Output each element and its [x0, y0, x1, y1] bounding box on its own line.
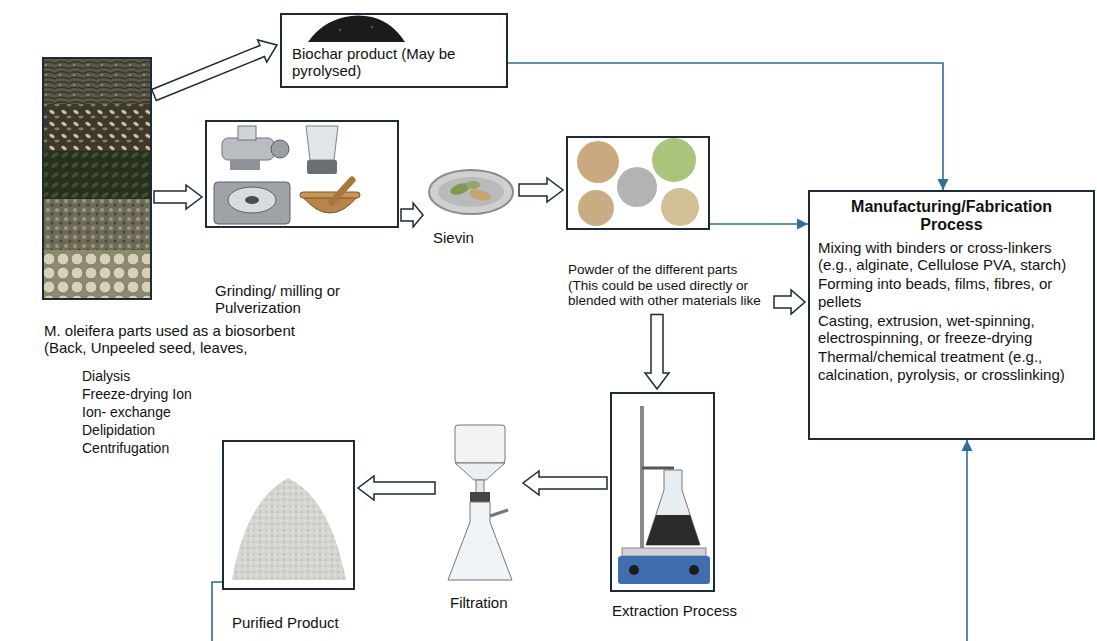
caption-text: Purified Product — [232, 614, 382, 631]
box-body-text: Casting, extrusion, wet-spinning, electr… — [818, 312, 1085, 347]
flow-line — [710, 223, 808, 225]
block-arrow — [523, 471, 607, 495]
box-text: Sievin — [433, 229, 513, 246]
box-text: Biochar product (May be pyrolysed) — [292, 45, 502, 80]
meat-grinder — [238, 126, 256, 140]
purified-powder — [232, 478, 346, 580]
caption-text: Grinding/ milling or Pulverization — [215, 282, 380, 317]
meat-grinder — [230, 160, 260, 170]
flask-liquid — [646, 515, 700, 545]
method-label: Dialysis — [82, 368, 130, 384]
sieve-dish — [429, 170, 513, 214]
method-label: Delipidation — [82, 422, 155, 438]
powder-pile — [661, 188, 699, 226]
biochar-grain — [371, 26, 373, 28]
mill — [228, 187, 276, 213]
box-title: Manufacturing/Fabrication Process — [818, 198, 1085, 235]
knob — [629, 565, 639, 575]
bark-photo — [44, 59, 150, 104]
powder-pile — [617, 167, 657, 207]
process-step: Filtration — [438, 418, 520, 588]
product-box: Powder of the different parts (This coul… — [566, 136, 710, 230]
filter-flask — [448, 502, 512, 580]
method-label: Centrifugation — [82, 440, 169, 456]
powder-pile — [578, 190, 614, 226]
image-box: M. oleifera parts used as a biosorbent (… — [42, 57, 152, 300]
stand-rod — [640, 406, 644, 556]
process-step: Sievin — [425, 165, 517, 255]
caption-text: Powder of the different parts (This coul… — [568, 262, 768, 309]
block-arrow — [401, 203, 423, 227]
box-body-text: Thermal/chemical treatment (e.g., calcin… — [818, 348, 1085, 383]
block-arrow — [774, 290, 805, 314]
method-label: Freeze-drying Ion — [82, 386, 192, 402]
side-arm — [490, 510, 508, 516]
pestle — [332, 180, 352, 202]
powder-pile — [577, 141, 619, 183]
flow-line — [212, 440, 967, 641]
product-box: Purified Product — [222, 440, 355, 590]
flask — [646, 470, 700, 545]
blender — [306, 126, 338, 160]
block-arrow — [154, 185, 202, 209]
biochar-grain — [339, 29, 341, 31]
blender — [307, 160, 337, 174]
block-arrow — [152, 40, 277, 101]
hot-plate — [618, 556, 710, 584]
block-arrow — [519, 178, 563, 202]
block-arrow — [358, 476, 435, 500]
buchner-funnel — [455, 463, 505, 480]
buchner-funnel — [455, 425, 505, 463]
knob — [689, 565, 699, 575]
clamp — [642, 467, 674, 470]
leaf-photo — [44, 151, 150, 199]
leaf-piece — [466, 181, 480, 189]
process-box: Manufacturing/Fabrication ProcessMixing … — [808, 190, 1095, 440]
stopper — [470, 492, 490, 502]
mortar — [300, 192, 360, 198]
product-box: Biochar product (May be pyrolysed) — [280, 13, 508, 88]
pod-photo — [44, 199, 150, 250]
seed-piece — [468, 187, 492, 202]
meat-grinder — [271, 140, 289, 158]
box-body-text: Forming into beads, films, fibres, or pe… — [818, 275, 1085, 310]
caption-text: Extraction Process — [612, 602, 762, 619]
flow-line — [508, 63, 943, 190]
meat-grinder — [222, 138, 274, 160]
method-label: Ion- exchange — [82, 404, 171, 420]
mill — [214, 182, 290, 224]
caption-text: Filtration — [450, 594, 550, 611]
sieve-mesh — [438, 177, 504, 207]
block-arrow — [645, 315, 669, 389]
hot-plate — [622, 548, 706, 556]
mill — [245, 196, 259, 204]
seed-photo — [44, 250, 150, 298]
biochar-powder — [308, 16, 405, 43]
shell-photo — [44, 104, 150, 151]
process-box: Extraction Process — [610, 392, 715, 592]
box-body-text: Mixing with binders or cross-linkers (e.… — [818, 239, 1085, 274]
process-box: Grinding/ milling or Pulverization — [205, 120, 399, 228]
powder-pile — [652, 138, 696, 182]
caption-text: M. oleifera parts used as a biosorbent (… — [44, 322, 329, 357]
